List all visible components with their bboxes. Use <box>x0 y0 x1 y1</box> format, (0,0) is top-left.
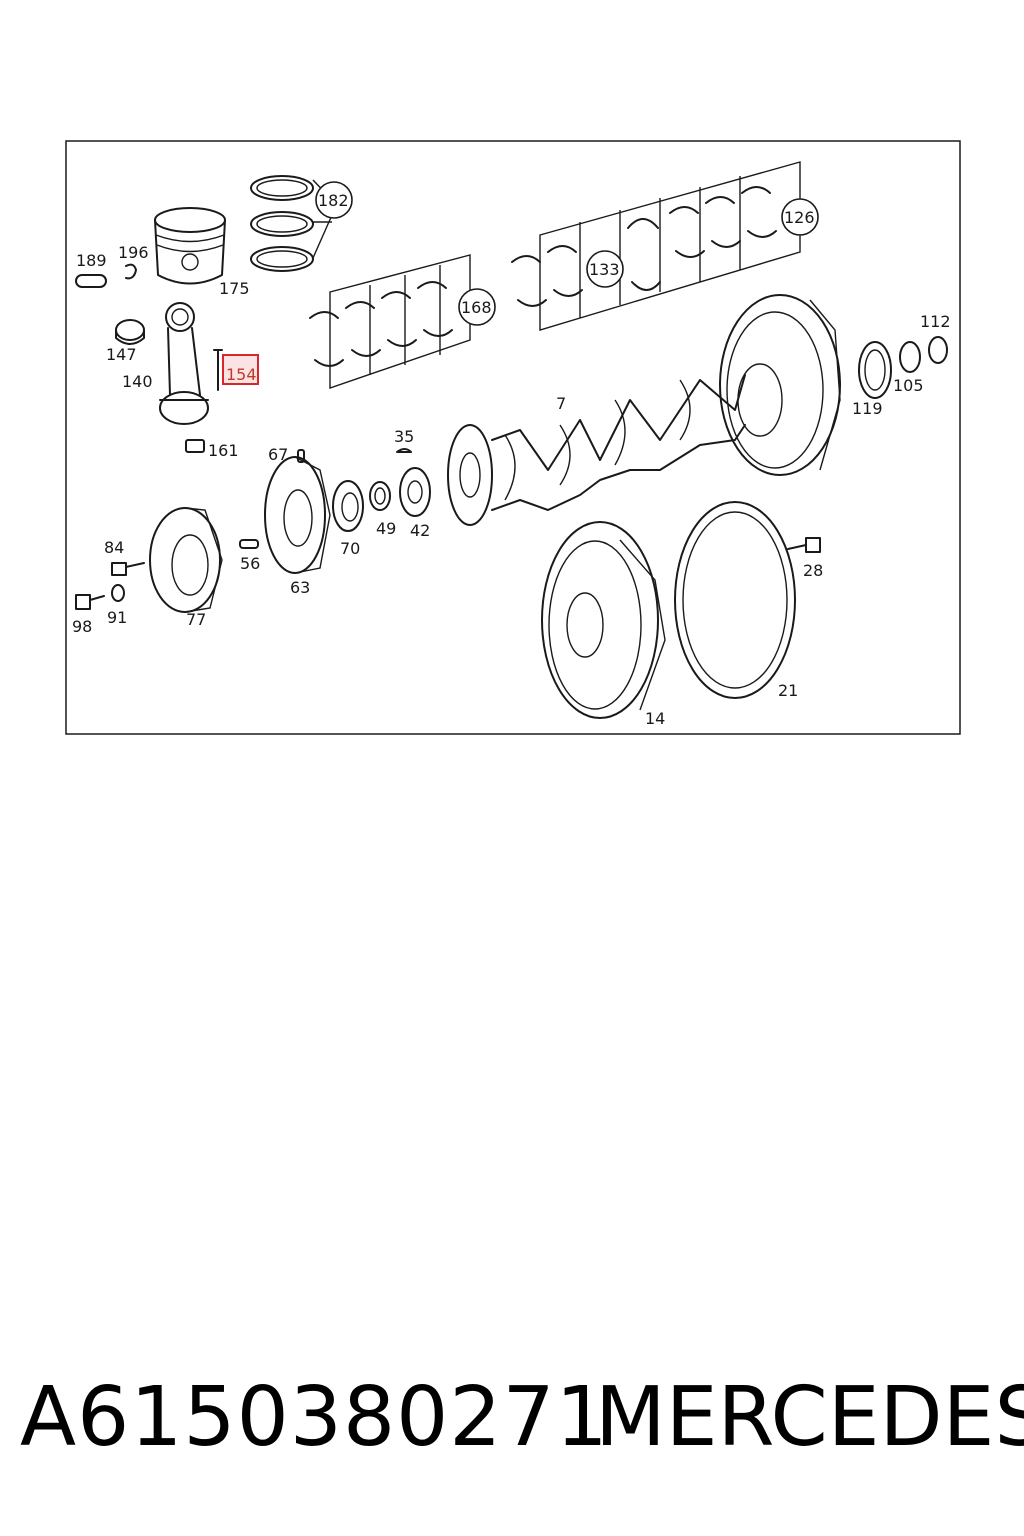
callout-119[interactable]: 119 <box>852 399 883 418</box>
callout-105[interactable]: 105 <box>893 376 924 395</box>
callout-133[interactable]: 133 <box>589 260 620 279</box>
ring-gear <box>674 501 796 699</box>
callout-67[interactable]: 67 <box>268 445 288 464</box>
callout-84[interactable]: 84 <box>104 538 124 557</box>
callout-154[interactable]: 154 <box>226 365 257 384</box>
callout-98[interactable]: 98 <box>72 617 92 636</box>
crankshaft-seal <box>332 480 364 532</box>
callout-112[interactable]: 112 <box>920 312 951 331</box>
flywheel-bolt <box>787 537 821 553</box>
crankshaft-gear <box>399 467 431 517</box>
vibration-damper <box>264 456 331 574</box>
piston-pin <box>75 274 107 288</box>
bearing-shells-right <box>511 161 801 331</box>
pulley <box>149 507 223 613</box>
callout-126[interactable]: 126 <box>784 208 815 227</box>
callout-168[interactable]: 168 <box>461 298 492 317</box>
callout-189[interactable]: 189 <box>76 251 107 270</box>
callout-63[interactable]: 63 <box>290 578 310 597</box>
callout-35[interactable]: 35 <box>394 427 414 446</box>
woodruff-key <box>297 449 305 463</box>
gear-key <box>396 448 412 453</box>
bearing-shells-left <box>309 254 471 389</box>
callout-28[interactable]: 28 <box>803 561 823 580</box>
callout-56[interactable]: 56 <box>240 554 260 573</box>
callout-14[interactable]: 14 <box>645 709 665 728</box>
pilot-bearing <box>899 336 948 373</box>
brand-name: MERCEDES <box>595 1370 1024 1465</box>
dowel-pin <box>239 539 259 549</box>
footer: A6150380271 MERCEDES <box>0 1370 1024 1470</box>
washer <box>111 584 125 602</box>
callout-91[interactable]: 91 <box>107 608 127 627</box>
callout-42[interactable]: 42 <box>410 521 430 540</box>
pulley-bolt <box>111 562 145 576</box>
callout-175[interactable]: 175 <box>219 279 250 298</box>
piston-rings <box>250 175 333 272</box>
spacer-ring <box>369 481 391 511</box>
seal-ring <box>858 341 892 399</box>
flywheel <box>719 294 841 476</box>
connecting-rod <box>159 302 209 425</box>
callout-21[interactable]: 21 <box>778 681 798 700</box>
callout-196[interactable]: 196 <box>118 243 149 262</box>
piston <box>154 207 226 285</box>
callout-70[interactable]: 70 <box>340 539 360 558</box>
driveplate <box>541 521 666 719</box>
callout-182[interactable]: 182 <box>318 191 349 210</box>
callout-77[interactable]: 77 <box>186 610 206 629</box>
highlight-box <box>222 354 259 385</box>
crankshaft <box>447 374 746 526</box>
callout-161[interactable]: 161 <box>208 441 239 460</box>
bushing <box>115 319 145 345</box>
connecting-rod-bolt <box>213 349 223 391</box>
diagram-frame <box>65 140 961 735</box>
callout-140[interactable]: 140 <box>122 372 153 391</box>
callout-147[interactable]: 147 <box>106 345 137 364</box>
hex-bolt <box>75 594 105 610</box>
callout-7[interactable]: 7 <box>556 394 566 413</box>
callout-49[interactable]: 49 <box>376 519 396 538</box>
circlip <box>125 263 137 280</box>
part-number: A6150380271 <box>20 1370 609 1465</box>
connecting-rod-nut <box>185 439 205 453</box>
